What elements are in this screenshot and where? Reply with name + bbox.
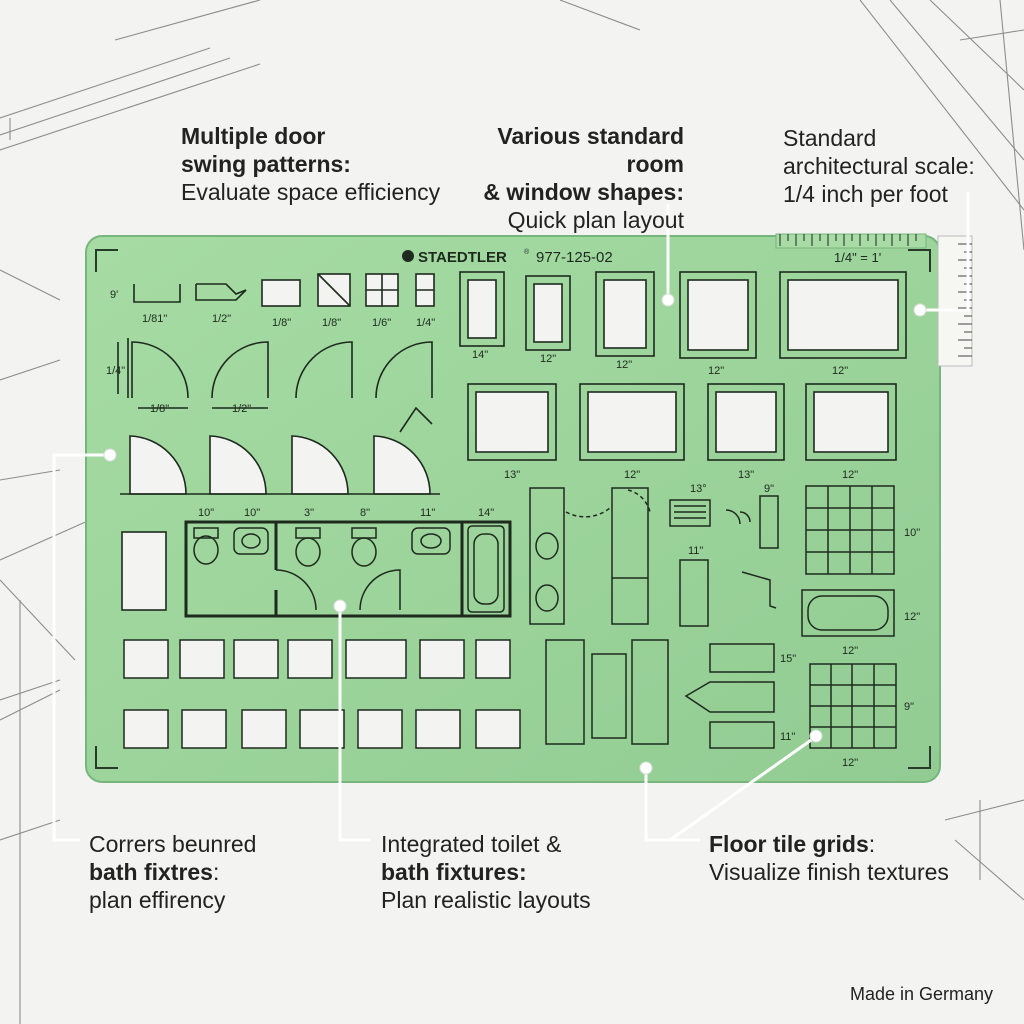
tile-label-1: 12" — [904, 611, 920, 623]
window1-label-0: 14" — [472, 349, 488, 361]
kitchen-label-0: 13° — [690, 483, 707, 495]
callout-scale: Standard architectural scale: 1/4 inch p… — [783, 124, 975, 208]
fixture-label-2: 3" — [304, 507, 314, 519]
brand-logo: STAEDTLER ® — [402, 248, 530, 266]
vanity-block — [529, 487, 651, 625]
window1-label-3: 12" — [708, 365, 724, 377]
tile-grid-1 — [805, 485, 895, 575]
door-label-0: 1/4" — [106, 365, 125, 377]
window1-label-1: 12" — [540, 353, 556, 365]
fixture-label-5: 14" — [478, 507, 494, 519]
tile-label-0: 10" — [904, 527, 920, 539]
corner-brackets — [95, 249, 931, 769]
tile-grid-2 — [809, 663, 897, 749]
kitchen-label-1: 9" — [764, 483, 774, 495]
callout-scale-line-2: architectural scale: — [783, 153, 975, 179]
door-cutouts-row-2 — [120, 406, 440, 495]
callout-corner-line-1: Corrers beunred — [89, 831, 257, 857]
fixture-label-0: 10" — [198, 507, 214, 519]
row1-label-6: 1/4" — [416, 317, 435, 329]
scale-label: 1/4" = 1' — [834, 250, 881, 265]
callout-floor-tiles: Floor tile grids: Visualize finish textu… — [709, 830, 949, 886]
tile-label-2: 12" — [842, 645, 858, 657]
row1-label-3: 1/8" — [272, 317, 291, 329]
bathtub-small — [801, 589, 895, 637]
brand-registered-mark: ® — [524, 248, 530, 256]
window-shapes-row-2 — [467, 383, 897, 461]
callout-corner-colon: : — [212, 859, 220, 885]
callout-door-title-2: swing patterns: — [181, 151, 351, 177]
row1-label-1: 1/81" — [142, 313, 167, 325]
window1-label-4: 12" — [832, 365, 848, 377]
window1-label-2: 12" — [616, 359, 632, 371]
callout-corner-fixtures: Corrers beunred bath fixtres: plan effir… — [89, 830, 256, 914]
kitchen-block — [545, 495, 779, 749]
callout-toilet-bold: bath fixtures: — [381, 859, 527, 885]
window2-label-3: 12" — [842, 469, 858, 481]
door-swing-row-1 — [117, 338, 433, 409]
callout-scale-line-3: 1/4 inch per foot — [783, 181, 948, 207]
square-cutouts — [123, 639, 521, 749]
row1-label-5: 1/6" — [372, 317, 391, 329]
window2-label-1: 12" — [624, 469, 640, 481]
door-label-1: 1/8" — [150, 403, 169, 415]
row1-label-4: 1/8" — [322, 317, 341, 329]
callout-room-title-2: & window shapes: — [483, 179, 684, 205]
row1-label-0: 9' — [110, 289, 118, 301]
callout-room-text: Quick plan layout — [507, 207, 684, 233]
window2-label-2: 13" — [738, 469, 754, 481]
callout-corner-bold: bath fixtres — [89, 859, 213, 885]
tile-label-4: 12" — [842, 757, 858, 769]
callout-corner-line-3: plan effirency — [89, 887, 226, 913]
kitchen-label-2: 11" — [688, 545, 703, 557]
fixture-label-4: 11" — [420, 507, 435, 519]
made-in-label: Made in Germany — [850, 984, 994, 1004]
model-number: 977-125-02 — [536, 249, 613, 266]
callout-room-window: Various standard room & window shapes: Q… — [440, 122, 684, 234]
callout-toilet-line-1: Integrated toilet & — [381, 831, 562, 857]
callout-floor-line-2: Visualize finish textures — [709, 859, 949, 885]
callout-door-text: Evaluate space efficiency — [181, 179, 441, 205]
window2-label-0: 13" — [504, 469, 520, 481]
callout-door-title-1: Multiple door — [181, 123, 326, 149]
tile-label-6: 11" — [780, 731, 795, 743]
small-symbols-row — [133, 273, 435, 307]
bath-fixtures-block — [121, 520, 512, 618]
callout-toilet-line-3: Plan realistic layouts — [381, 887, 591, 913]
fixture-label-3: 8" — [360, 507, 370, 519]
callout-floor-bold: Floor tile grids — [709, 831, 869, 857]
window-shapes-row-1 — [459, 271, 907, 359]
callout-room-title-1: Various standard room — [497, 123, 684, 177]
row1-label-2: 1/2" — [212, 313, 231, 325]
tile-label-3: 9" — [904, 701, 914, 713]
fixture-label-1: 10" — [244, 507, 260, 519]
scale-ruler: 1/4" = 1' — [775, 233, 973, 367]
callout-floor-colon: : — [868, 831, 876, 857]
callout-door-swing: Multiple door swing patterns: Evaluate s… — [181, 122, 440, 206]
callout-scale-line-1: Standard — [783, 125, 877, 151]
door-label-2: 1/2" — [232, 403, 251, 415]
tile-label-5: 15" — [780, 653, 796, 665]
brand-name: STAEDTLER — [418, 249, 507, 266]
callout-toilet-fixtures: Integrated toilet & bath fixtures: Plan … — [381, 830, 591, 914]
